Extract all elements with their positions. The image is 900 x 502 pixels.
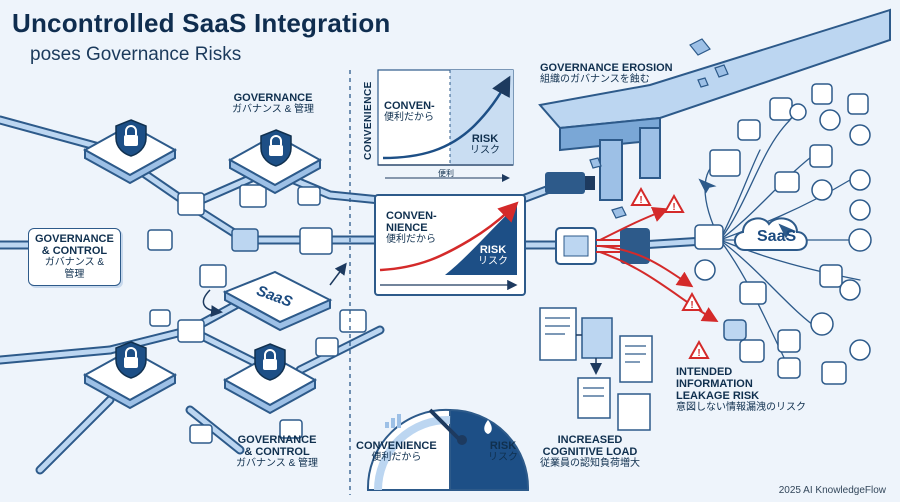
svg-text:!: ! [697, 348, 700, 359]
page-title: Uncontrolled SaaS Integration [12, 8, 391, 38]
page-subtitle: poses Governance Risks [30, 44, 242, 65]
saas-cloud [734, 217, 808, 251]
app-icon-grid [694, 83, 872, 385]
governance-left-en1: GOVERNANCE [35, 233, 114, 245]
footer-credit: 2025 AI KnowledgeFlow [778, 485, 886, 496]
cognitive-en1: INCREASED [557, 434, 623, 446]
svg-text:!: ! [639, 195, 642, 206]
leakage-en2: INFORMATION [676, 378, 753, 390]
broken-bridge [538, 8, 891, 219]
erosion-jp: 組織のガバナンスを蝕む [540, 74, 650, 85]
lock-shield-icon [113, 340, 149, 385]
gauge-convenience-jp: 便利だから [371, 452, 422, 463]
top-chart [377, 69, 514, 182]
saas-plate-left [222, 270, 333, 332]
mid-convenience-en1: CONVEN- [386, 210, 437, 222]
document-lines [545, 317, 646, 397]
governance-left-en2: & CONTROL [41, 245, 108, 257]
governance-bottom-jp: ガバナンス & 管理 [236, 458, 319, 469]
gauge-risk-jp: リスク [488, 452, 518, 463]
governance-left-label: GOVERNANCE & CONTROL ガバナンス & 管理 [28, 228, 121, 286]
svg-text:!: ! [672, 202, 675, 213]
top-chart-risk-jp: リスク [470, 145, 500, 156]
top-chart-convenience-jp: 便利だから [384, 112, 434, 123]
risk-gauge [366, 408, 530, 491]
top-chart-y-label: CONVENIENCE [363, 81, 374, 160]
cognitive-en2: COGNITIVE LOAD [542, 446, 638, 458]
governance-left-jp1: ガバナンス & [44, 257, 105, 268]
lock-shield-icon [113, 118, 149, 163]
governance-top-en: GOVERNANCE [233, 92, 313, 104]
mid-risk-en: RISK [479, 244, 507, 256]
warning-icons: ! ! ! ! [630, 186, 710, 359]
mid-panel-convenience: CONVEN- NIENCE 便利だから [386, 210, 437, 246]
middle-panel [374, 194, 526, 296]
top-chart-convenience: CONVEN- 便利だから [384, 100, 435, 124]
mid-convenience-en2: NIENCE [386, 222, 428, 234]
governance-bottom-label: GOVERNANCE & CONTROL ガバナンス & 管理 [236, 434, 318, 470]
gauge-risk: RISK リスク [488, 440, 518, 464]
leakage-risk-label: INTENDED INFORMATION LEAKAGE RISK 意図しない情… [676, 366, 806, 414]
leakage-en1: INTENDED [676, 366, 733, 378]
lock-shield-icon [252, 342, 288, 387]
governance-bottom-en2: & CONTROL [244, 446, 310, 458]
mid-convenience-jp: 便利だから [386, 234, 436, 245]
plug-connector [545, 172, 595, 194]
flow-arrow [329, 262, 347, 286]
cognitive-load-label: INCREASED COGNITIVE LOAD 従業員の認知負荷増大 [540, 434, 640, 470]
workflow-documents [539, 307, 653, 431]
gauge-risk-en: RISK [489, 440, 517, 452]
network-nodes [147, 184, 367, 444]
gauge-convenience: CONVENIENCE 便利だから [356, 440, 437, 464]
mid-risk-jp: リスク [478, 256, 508, 267]
governance-left-jp2: 管理 [64, 269, 85, 280]
top-chart-risk: RISK リスク [470, 133, 500, 157]
top-chart-convenience-en: CONVEN- [384, 100, 435, 112]
svg-text:!: ! [690, 300, 693, 311]
leak-arrows [599, 207, 719, 322]
mid-panel-risk: RISK リスク [478, 244, 508, 268]
flow-arrow [202, 289, 223, 318]
erosion-en: GOVERNANCE EROSION [540, 62, 673, 74]
top-chart-risk-en: RISK [471, 133, 499, 145]
governance-erosion-label: GOVERNANCE EROSION 組織のガバナンスを蝕む [540, 62, 673, 86]
lock-shield-icon [258, 128, 294, 173]
leakage-en3: LEAKAGE RISK [676, 390, 760, 402]
cognitive-jp: 従業員の認知負荷増大 [540, 458, 640, 469]
governance-top-jp: ガバナンス & 管理 [232, 104, 315, 115]
top-chart-x-label: 便利 [438, 169, 454, 178]
governance-bottom-en1: GOVERNANCE [237, 434, 317, 446]
saas-right-label: SaaS [757, 228, 797, 245]
governance-top-label: GOVERNANCE ガバナンス & 管理 [232, 92, 314, 116]
gauge-convenience-en: CONVENIENCE [356, 440, 437, 452]
leakage-jp: 意図しない情報漏洩のリスク [676, 402, 806, 413]
